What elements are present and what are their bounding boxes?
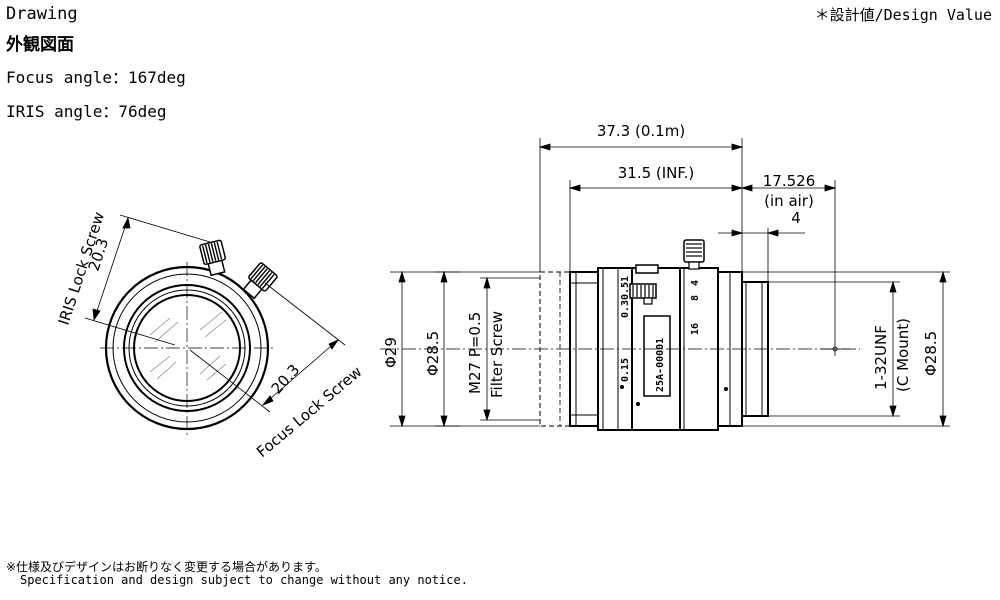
dia-285-left-label: Φ28.5 <box>424 331 442 376</box>
focus-dim-label: 20.3 <box>268 361 304 398</box>
mount-label-2: (C Mount) <box>894 318 912 392</box>
drawing-title-jp: 外観図面 <box>6 35 74 55</box>
dia-285-right-label: Φ28.5 <box>922 331 940 376</box>
drawing-title: Drawing <box>6 4 78 24</box>
dim-air-label-2: (in air) <box>764 192 814 210</box>
iris-lock-screw <box>199 239 226 277</box>
footer-note-jp: ※仕様及びデザインはお断りなく変更する場合があります。 <box>6 560 327 574</box>
mount-label-1: 1-32UNF <box>872 325 890 390</box>
engraving-4: 4 <box>690 280 701 286</box>
footer-note-en: Specification and design subject to chan… <box>20 573 468 587</box>
focus-lock-screw <box>242 262 278 300</box>
dim-inf-label: 31.5 (INF.) <box>618 164 695 182</box>
engraving-model: 25A-00001 <box>655 338 666 392</box>
engraving-015: 0.15 <box>620 358 631 382</box>
side-view-labels: 37.3 (0.1m) 31.5 (INF.) 17.526 (in air) … <box>382 122 940 398</box>
engraving-03: 0.3 <box>620 300 631 318</box>
side-view <box>380 138 950 431</box>
front-view <box>84 214 346 436</box>
filter-label-1: M27 P=0.5 <box>466 312 484 394</box>
side-iris-screw <box>683 239 705 270</box>
dia-29-label: Φ29 <box>382 337 400 368</box>
front-ring-3 <box>123 284 251 412</box>
dim-top-label: 37.3 (0.1m) <box>597 122 685 140</box>
glass-reflections <box>149 311 227 381</box>
iris-dimension <box>84 214 211 346</box>
design-value-label: ＊設計値/Design Value <box>814 6 992 24</box>
engraving-16: 16 <box>690 323 701 335</box>
iris-angle-label: IRIS angle：76deg <box>6 102 167 121</box>
dim-air-label-1: 17.526 <box>763 172 816 190</box>
engraving-8: 8 <box>690 295 701 301</box>
focus-dimension <box>189 282 346 413</box>
dim-4-label: 4 <box>791 209 801 227</box>
model-plate <box>643 315 671 397</box>
engraving-05: 0.5 <box>620 282 631 300</box>
lens-engravings: 25A-00001 0.15 0.3 0.5 1 16 8 4 <box>620 276 701 392</box>
filter-label-2: Filter Screw <box>488 311 506 398</box>
engraving-1: 1 <box>620 276 631 282</box>
focus-angle-label: Focus angle：167deg <box>6 68 186 87</box>
side-focus-screw <box>629 264 659 305</box>
dimension-lines <box>398 143 947 428</box>
